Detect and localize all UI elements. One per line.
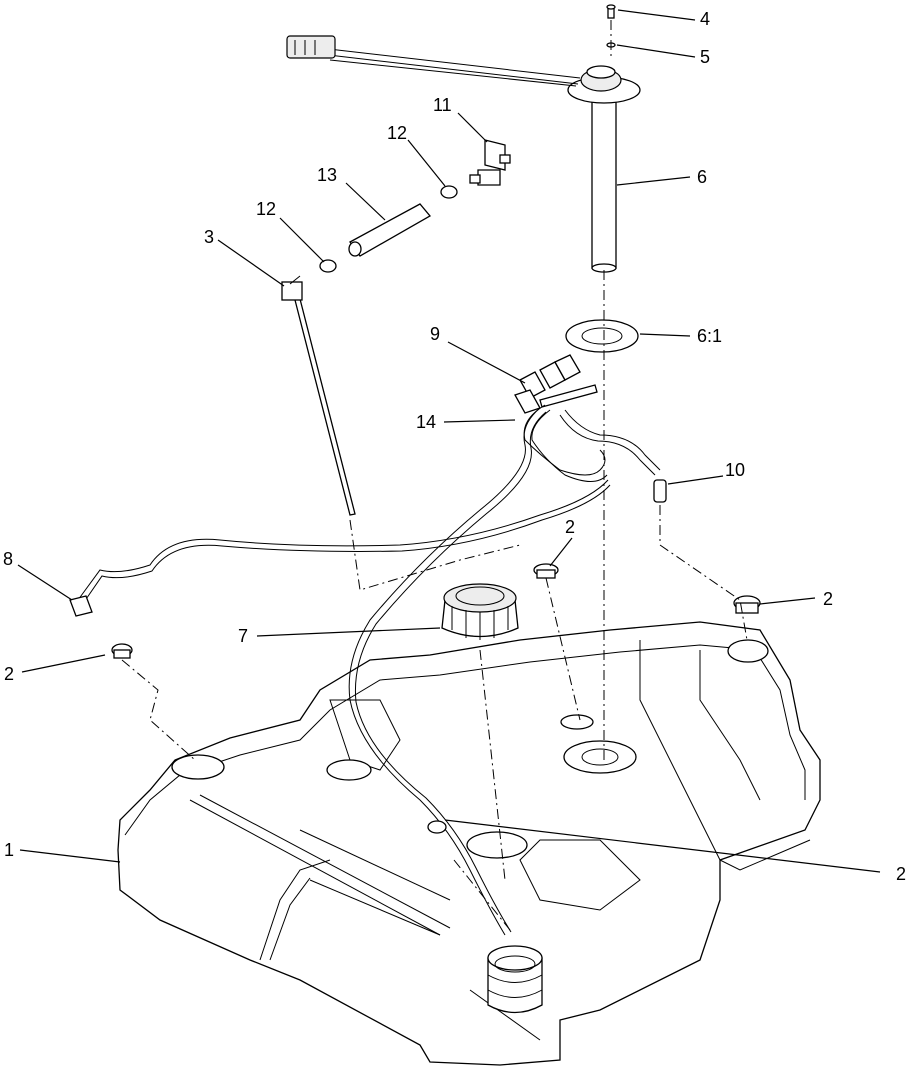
callout-2-left: 2 — [4, 664, 14, 684]
screw — [606, 4, 616, 19]
callout-11: 11 — [433, 95, 452, 115]
shutoff-valve — [469, 139, 511, 186]
leader-lines — [17, 9, 881, 873]
grommet-center — [533, 563, 559, 579]
callout-3: 3 — [204, 227, 214, 247]
callout-4: 4 — [700, 9, 710, 29]
callout-2-center: 2 — [565, 517, 575, 537]
callout-5: 5 — [700, 47, 710, 67]
fuel-fittings — [514, 354, 598, 414]
hose-clamp-lower — [319, 259, 337, 273]
grommet-tank — [427, 820, 447, 834]
hose-clamp-upper — [440, 185, 458, 199]
callout-13: 13 — [317, 165, 337, 185]
callout-6-1: 6:1 — [697, 326, 722, 346]
callouts: 1 2 2 2 2 3 4 5 6 6:1 7 8 9 10 11 12 12 … — [3, 9, 906, 884]
grommet-right — [733, 595, 761, 614]
sender-wire-harness — [286, 35, 581, 87]
elbow-fitting — [69, 595, 93, 617]
callout-8: 8 — [3, 549, 13, 569]
callout-1: 1 — [4, 840, 14, 860]
fuel-line-vent — [77, 404, 611, 606]
fuel-line-return — [559, 409, 661, 476]
callout-6: 6 — [697, 167, 707, 187]
line-cap — [653, 479, 667, 503]
fuel-hose — [348, 203, 431, 257]
callout-12-lower: 12 — [256, 199, 276, 219]
callout-2-tank: 2 — [896, 864, 906, 884]
callout-10: 10 — [725, 460, 745, 480]
callout-14: 14 — [416, 412, 436, 432]
fuel-level-sender — [567, 65, 641, 273]
sender-gasket — [565, 319, 639, 353]
callout-7: 7 — [238, 626, 248, 646]
callout-9: 9 — [430, 324, 440, 344]
fuel-tank-cap — [441, 583, 519, 640]
assembly-lines — [121, 20, 748, 931]
callout-2-right: 2 — [823, 589, 833, 609]
fuel-line-feed — [348, 407, 547, 936]
callout-12-upper: 12 — [387, 123, 407, 143]
fuel-pickup-tube — [281, 275, 356, 516]
fuel-tank — [117, 621, 821, 1066]
grommet-left — [111, 643, 133, 659]
